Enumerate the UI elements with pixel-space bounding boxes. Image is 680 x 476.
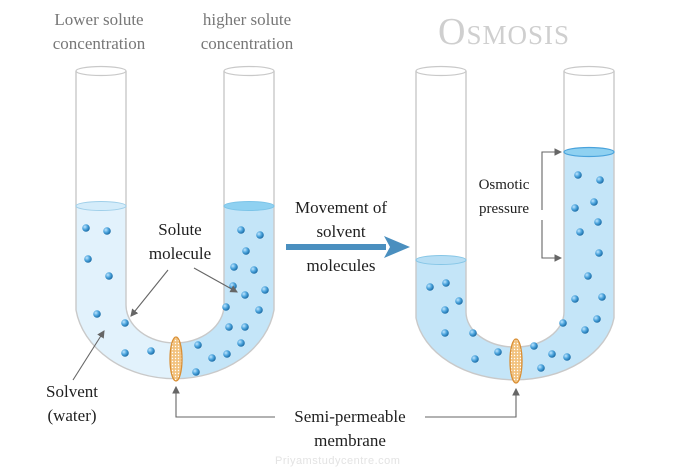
solute-molecule	[581, 326, 589, 334]
solute-molecule	[571, 204, 579, 212]
higher-solute-label: higher solute concentration	[176, 8, 318, 56]
solute-molecule	[225, 323, 233, 331]
solute-molecule	[121, 349, 129, 357]
membrane-pointer-right	[425, 387, 520, 418]
solute-molecule	[442, 279, 450, 287]
solvent-label-line2: (water)	[47, 406, 97, 425]
solute-pointer-left	[130, 269, 169, 317]
solute-molecule	[548, 350, 556, 358]
solute-molecule	[537, 364, 545, 372]
solute-pointer-right	[193, 267, 238, 293]
solute-molecule	[590, 198, 598, 206]
tube-opening	[223, 65, 275, 77]
solute-molecule	[455, 297, 463, 305]
solute-molecule	[121, 319, 129, 327]
movement-label: Movement of solvent molecules	[279, 196, 403, 278]
lower-solute-label-line2: concentration	[52, 34, 146, 53]
solute-molecule	[584, 272, 592, 280]
osmotic-label-line2: pressure	[479, 201, 529, 217]
lower-solute-label-line1: Lower solute	[54, 10, 144, 29]
solute-molecule	[105, 272, 113, 280]
solute-molecule	[223, 350, 231, 358]
raised-surface	[563, 146, 615, 158]
solute-molecule	[84, 255, 92, 263]
solute-molecule	[242, 247, 250, 255]
solute-molecule	[93, 310, 101, 318]
semi-permeable-membrane	[169, 336, 183, 382]
movement-arrow	[286, 236, 410, 258]
solute-molecule	[230, 263, 238, 271]
solvent-surface	[75, 201, 127, 211]
movement-label-line1: Movement of	[294, 198, 388, 217]
solute-molecule	[593, 315, 601, 323]
lower-solute-label: Lower solute concentration	[28, 8, 170, 56]
solvent-label-line1: Solvent	[46, 382, 98, 401]
page-title: Osmosis	[438, 11, 570, 53]
solute-molecule	[563, 353, 571, 361]
solute-molecule	[426, 283, 434, 291]
solute-molecule	[255, 306, 263, 314]
higher-solute-label-line2: concentration	[200, 34, 294, 53]
solute-molecule	[222, 303, 230, 311]
solute-molecule	[530, 342, 538, 350]
higher-solute-label-line1: higher solute	[202, 10, 292, 29]
solute-molecule	[571, 295, 579, 303]
solute-molecule	[147, 347, 155, 355]
solute-molecule	[595, 249, 603, 257]
solute-molecule	[441, 329, 449, 337]
solute-molecule	[576, 228, 584, 236]
solute-molecule	[494, 348, 502, 356]
solute-molecule	[559, 319, 567, 327]
solvent-pointer	[72, 330, 105, 381]
solute-molecule	[261, 286, 269, 294]
solute-molecule	[241, 323, 249, 331]
solute-molecule	[598, 293, 606, 301]
solute-label-line1: Solute	[158, 220, 202, 239]
osmotic-pressure-label: Osmotic pressure	[466, 173, 542, 221]
solute-molecule	[237, 339, 245, 347]
solute-molecule	[256, 231, 264, 239]
pointer-lines	[72, 148, 563, 418]
osmotic-label-line1: Osmotic	[478, 177, 530, 193]
lowered-surface	[415, 255, 467, 265]
membrane-pointer-left	[172, 385, 275, 418]
solute-molecule	[208, 354, 216, 362]
solute-molecule	[241, 291, 249, 299]
semi-permeable-membrane	[509, 338, 523, 384]
tube-opening	[563, 65, 615, 77]
solute-molecule	[237, 226, 245, 234]
osmotic-pressure-bracket-top	[541, 148, 563, 210]
membrane-label: Semi-permeable membrane	[275, 405, 425, 453]
solute-molecule	[192, 368, 200, 376]
membrane-label-line1: Semi-permeable	[294, 407, 406, 426]
solute-label-line2: molecule	[148, 244, 212, 263]
solute-molecule	[596, 176, 604, 184]
solute-molecule	[250, 266, 258, 274]
solute-molecule	[441, 306, 449, 314]
tube-opening	[75, 65, 127, 77]
solute-molecule	[594, 218, 602, 226]
watermark: Priyamstudycentre.com	[275, 455, 401, 467]
solute-molecule	[469, 329, 477, 337]
membrane-label-line2: membrane	[314, 431, 386, 450]
solute-molecule	[103, 227, 111, 235]
movement-label-line3: molecules	[306, 256, 376, 275]
movement-label-line2: solvent	[316, 222, 366, 241]
solute-molecule	[82, 224, 90, 232]
solute-molecule	[471, 355, 479, 363]
tube-opening	[415, 65, 467, 77]
solute-molecule-label: Solute molecule	[132, 218, 228, 266]
solute-molecule	[194, 341, 202, 349]
solution-surface	[223, 201, 275, 211]
solution-liquid	[176, 206, 274, 379]
solvent-label: Solvent (water)	[28, 380, 116, 428]
solute-molecule	[574, 171, 582, 179]
osmotic-pressure-bracket-bottom	[541, 220, 563, 262]
